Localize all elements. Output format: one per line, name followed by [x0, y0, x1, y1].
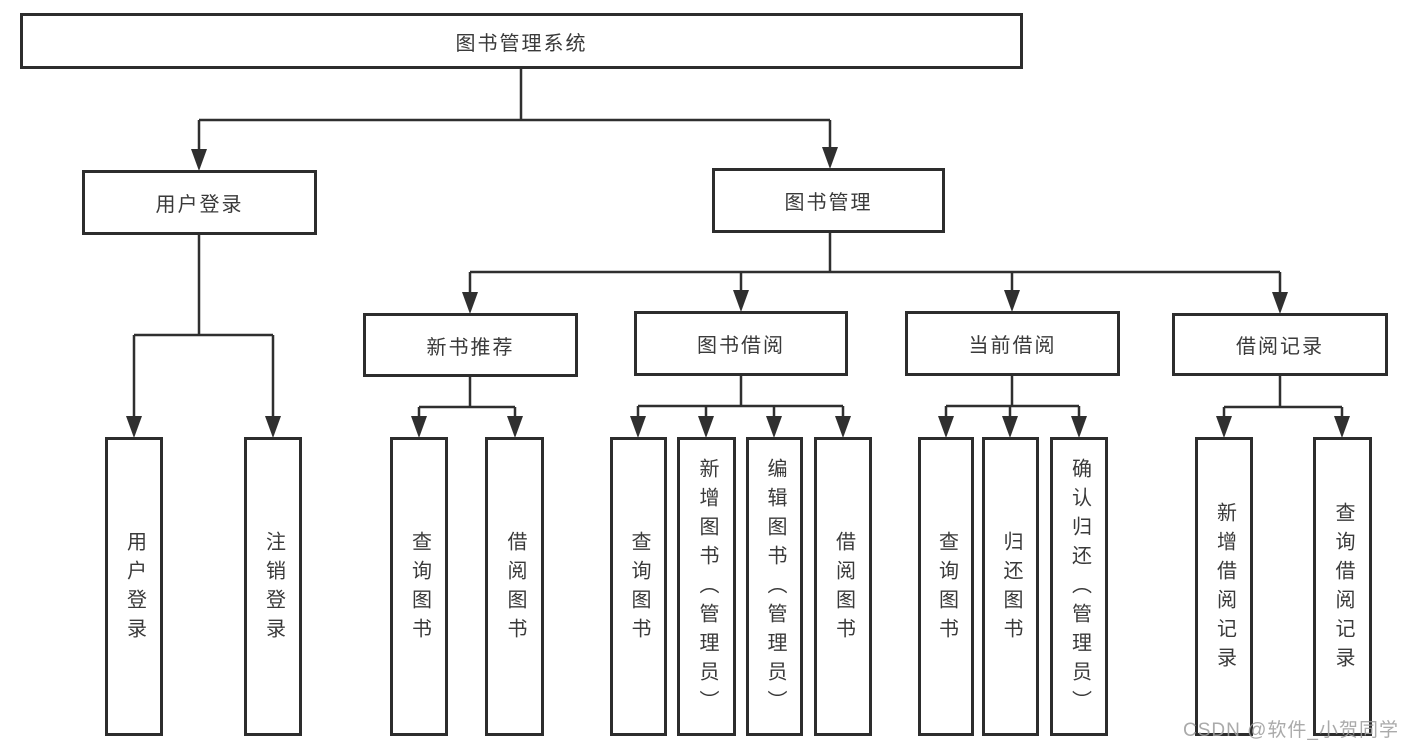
node-label: 借阅图书 — [832, 530, 855, 647]
arrowhead-icon — [1216, 416, 1232, 438]
node-label: 借阅记录 — [1236, 336, 1324, 358]
node-library-management-system: 图书管理系统 — [20, 13, 1023, 69]
node-label: 新书推荐 — [426, 336, 515, 359]
arrowhead-icon — [822, 147, 838, 169]
leaf-borrowing-borrow-books: 借阅图书 — [814, 437, 872, 736]
arrowhead-icon — [1071, 416, 1087, 438]
node-label: 确认归还（管理员） — [1068, 458, 1091, 719]
leaf-borrowing-query-books: 查询图书 — [610, 437, 667, 736]
node-label: 新增图书（管理员） — [696, 458, 718, 719]
connector-borrowing-to-leaves — [636, 376, 845, 424]
node-user-login: 用户登录 — [82, 170, 317, 235]
watermark-text: CSDN @软件_小贺同学 — [1183, 720, 1399, 741]
leaf-query-borrowing-record: 查询借阅记录 — [1313, 437, 1372, 736]
node-label: 用户登录 — [155, 194, 244, 216]
node-label: 借阅图书 — [504, 530, 526, 647]
arrowhead-icon — [1002, 416, 1018, 438]
arrowheads — [126, 147, 1350, 438]
leaf-add-borrowing-record: 新增借阅记录 — [1195, 437, 1253, 736]
connector-user-login-to-leaves — [132, 235, 275, 424]
leaf-user-login: 用户登录 — [105, 437, 163, 736]
node-new-book-recommendation: 新书推荐 — [363, 313, 578, 377]
leaf-edit-books-admin: 编辑图书（管理员） — [746, 437, 803, 736]
arrowhead-icon — [265, 416, 281, 438]
leaf-recommend-borrow-books: 借阅图书 — [485, 437, 544, 736]
node-label: 查询图书 — [628, 530, 650, 647]
leaf-add-books-admin: 新增图书（管理员） — [677, 437, 736, 736]
arrowhead-icon — [507, 416, 523, 438]
arrowhead-icon — [630, 416, 646, 438]
node-label: 查询图书 — [935, 530, 958, 647]
arrowhead-icon — [733, 290, 749, 312]
connector-root-to-level1 — [197, 69, 832, 155]
arrowhead-icon — [462, 292, 478, 314]
node-borrowing-records: 借阅记录 — [1172, 313, 1388, 376]
connector-records-to-leaves — [1222, 376, 1344, 424]
node-label: 当前借阅 — [968, 335, 1057, 357]
node-label: 归还图书 — [1000, 530, 1022, 647]
arrowhead-icon — [411, 416, 427, 438]
node-label: 图书借阅 — [697, 335, 785, 357]
node-label: 查询图书 — [408, 530, 431, 647]
leaf-recommend-query-books: 查询图书 — [390, 437, 448, 736]
node-label: 图书管理系统 — [455, 32, 588, 55]
arrowhead-icon — [126, 416, 142, 438]
leaf-logout: 注销登录 — [244, 437, 302, 736]
node-label: 用户登录 — [123, 530, 146, 647]
arrowhead-icon — [1004, 290, 1020, 312]
node-label: 编辑图书（管理员） — [764, 458, 786, 719]
connector-recommend-to-leaves — [417, 377, 517, 424]
leaf-current-query-books: 查询图书 — [918, 437, 974, 736]
arrowhead-icon — [766, 416, 782, 438]
node-label: 图书管理 — [784, 192, 873, 214]
leaf-confirm-return-admin: 确认归还（管理员） — [1050, 437, 1108, 736]
arrowhead-icon — [835, 416, 851, 438]
connector-book-management-to-level2 — [468, 233, 1282, 300]
node-book-borrowing: 图书借阅 — [634, 311, 848, 376]
node-label: 新增借阅记录 — [1213, 501, 1236, 676]
arrowhead-icon — [1334, 416, 1350, 438]
arrowhead-icon — [191, 149, 207, 171]
node-book-management: 图书管理 — [712, 168, 945, 233]
arrowhead-icon — [698, 416, 714, 438]
leaf-return-books: 归还图书 — [982, 437, 1039, 736]
node-label: 查询借阅记录 — [1332, 501, 1354, 676]
node-current-borrowing: 当前借阅 — [905, 311, 1120, 376]
arrowhead-icon — [938, 416, 954, 438]
connector-current-to-leaves — [944, 376, 1081, 424]
arrowhead-icon — [1272, 292, 1288, 314]
node-label: 注销登录 — [262, 530, 285, 647]
